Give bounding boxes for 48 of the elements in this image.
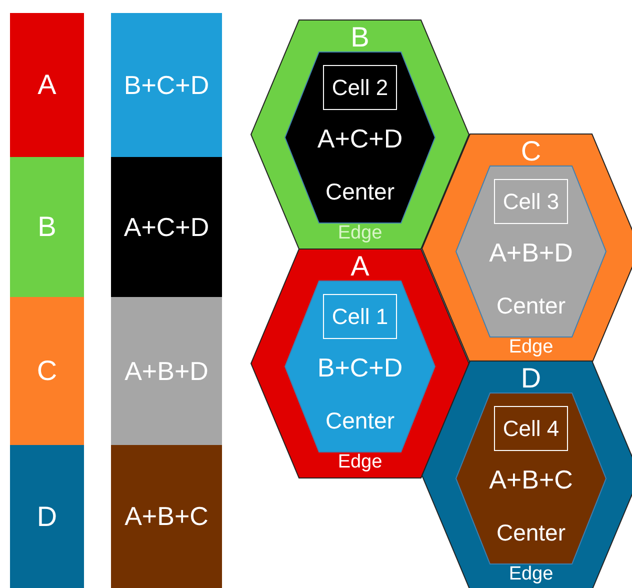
color-block	[111, 445, 222, 588]
outer-hexagon	[251, 20, 469, 249]
center-label: Center	[325, 179, 395, 205]
center-label: Center	[325, 408, 395, 434]
combination-label: A+C+D	[317, 124, 403, 154]
rim-text: Edge	[508, 564, 554, 586]
combination-label: A+B+C	[489, 466, 573, 494]
block-label: B	[38, 211, 56, 243]
region-letter: C	[520, 136, 542, 168]
color-block	[111, 13, 222, 157]
cell-label: Cell 4	[502, 416, 560, 442]
region-letter: D	[520, 364, 542, 394]
combination-label: B+C+D	[317, 354, 403, 382]
color-block	[10, 445, 84, 588]
inner-hexagon	[456, 393, 606, 564]
combination-label: A+B+D	[489, 238, 573, 268]
color-block	[10, 13, 84, 157]
outer-hexagon	[422, 134, 632, 363]
region-letter: B	[350, 22, 370, 54]
outer-hexagon	[251, 249, 469, 478]
color-block	[10, 297, 84, 445]
center-label: Center	[496, 293, 566, 319]
cell-label-box	[323, 294, 397, 339]
cell-label: Cell 2	[332, 74, 388, 100]
rim-text: Edge	[338, 224, 382, 244]
block-label: C	[36, 355, 58, 387]
color-block	[111, 297, 222, 445]
inner-hexagon	[456, 166, 606, 337]
block-label: A+B+D	[124, 356, 208, 386]
cell-label-box	[494, 179, 568, 224]
region-letter: A	[350, 252, 370, 282]
cell-label: Cell 3	[502, 188, 560, 214]
center-label: Center	[496, 520, 566, 546]
block-label: D	[36, 500, 58, 532]
block-label: A+B+C	[124, 501, 208, 532]
outer-hexagon	[422, 361, 632, 588]
cell-label-box	[494, 406, 568, 451]
block-label: A	[38, 69, 56, 101]
cell-label: Cell 1	[332, 304, 388, 330]
inner-hexagon	[285, 281, 435, 452]
block-label: B+C+D	[124, 70, 210, 100]
color-block	[10, 157, 84, 297]
rim-text: Edge	[508, 338, 554, 358]
rim-text: Edge	[338, 452, 382, 474]
block-label: A+C+D	[124, 212, 210, 242]
color-block	[111, 157, 222, 297]
cell-label-box	[323, 65, 397, 110]
inner-hexagon	[285, 52, 435, 223]
